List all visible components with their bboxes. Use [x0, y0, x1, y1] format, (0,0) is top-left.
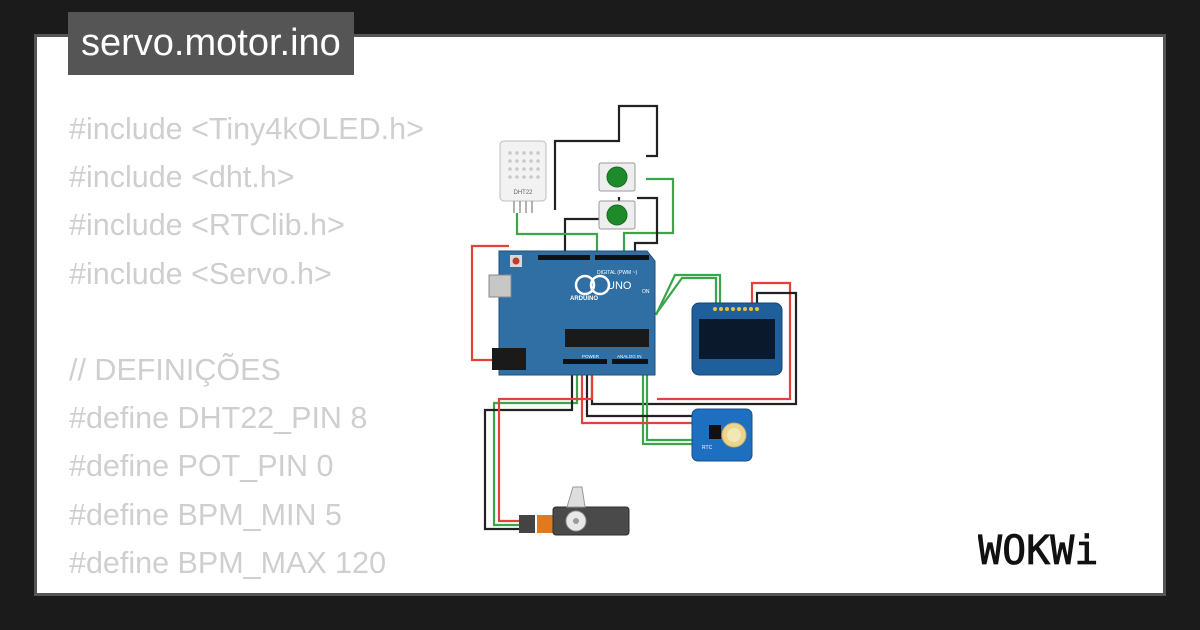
arduino-uno-board: UNO ARDUINO DIGITAL (PWM ~) POWER ANALOG… — [488, 250, 656, 376]
wire-black — [553, 104, 659, 210]
wire-red — [657, 281, 792, 401]
code-line: #define BPM_MIN 5 — [69, 497, 342, 532]
rtc-module: RTC — [691, 408, 753, 462]
wire-green — [641, 369, 692, 446]
wire-green — [655, 273, 722, 316]
code-line: #include <Servo.h> — [69, 256, 332, 291]
dht22-sensor: DHT22 — [499, 140, 547, 213]
circuit-diagram: DHT22 UNO — [470, 104, 798, 536]
wire-green — [645, 369, 692, 442]
wire-green — [655, 276, 718, 315]
code-line: #define BPM_MAX 120 — [69, 545, 387, 580]
code-line — [69, 298, 424, 346]
code-line: #include <dht.h> — [69, 160, 295, 195]
code-line: #define Servo_PIN 11 — [69, 587, 424, 593]
board-subtitle: ARDUINO — [570, 296, 598, 302]
wokwi-logo: WOKWi — [978, 528, 1099, 572]
card-content: #include <Tiny4kOLED.h> #include <dht.h> #… — [37, 37, 1163, 593]
board-analog-label: ANALOG IN — [617, 354, 642, 359]
servo-motor — [519, 486, 630, 536]
wire-green — [492, 369, 579, 527]
project-title: servo.motor.ino — [68, 12, 354, 75]
board-on-label: ON — [642, 289, 650, 295]
oled-display — [691, 302, 783, 376]
board-power-label: POWER — [582, 354, 600, 359]
wire-green — [622, 177, 675, 254]
push-button-top — [598, 162, 636, 192]
wire-green — [515, 213, 599, 254]
code-line: #include <Tiny4kOLED.h> — [69, 112, 424, 146]
board-brand: UNO — [607, 280, 632, 292]
brand-text: WOKWi — [978, 528, 1098, 572]
wire-black — [483, 369, 574, 531]
code-line: #include <RTClib.h> — [69, 208, 345, 243]
sensor-label: DHT22 — [513, 190, 533, 196]
wire-red — [497, 369, 594, 523]
rtc-label: RTC — [702, 445, 713, 451]
code-preview: #include <Tiny4kOLED.h> #include <dht.h> #… — [69, 105, 424, 593]
code-line: #define POT_PIN 0 — [69, 449, 334, 484]
board-digital-label: DIGITAL (PWM ~) — [597, 270, 637, 276]
wire-black — [633, 196, 659, 254]
wire-black — [585, 369, 692, 418]
code-line: #define DHT22_PIN 8 — [69, 401, 368, 436]
code-line: // DEFINIÇÕES — [69, 352, 281, 387]
push-button-bottom — [598, 200, 636, 230]
wire-red — [580, 369, 692, 425]
